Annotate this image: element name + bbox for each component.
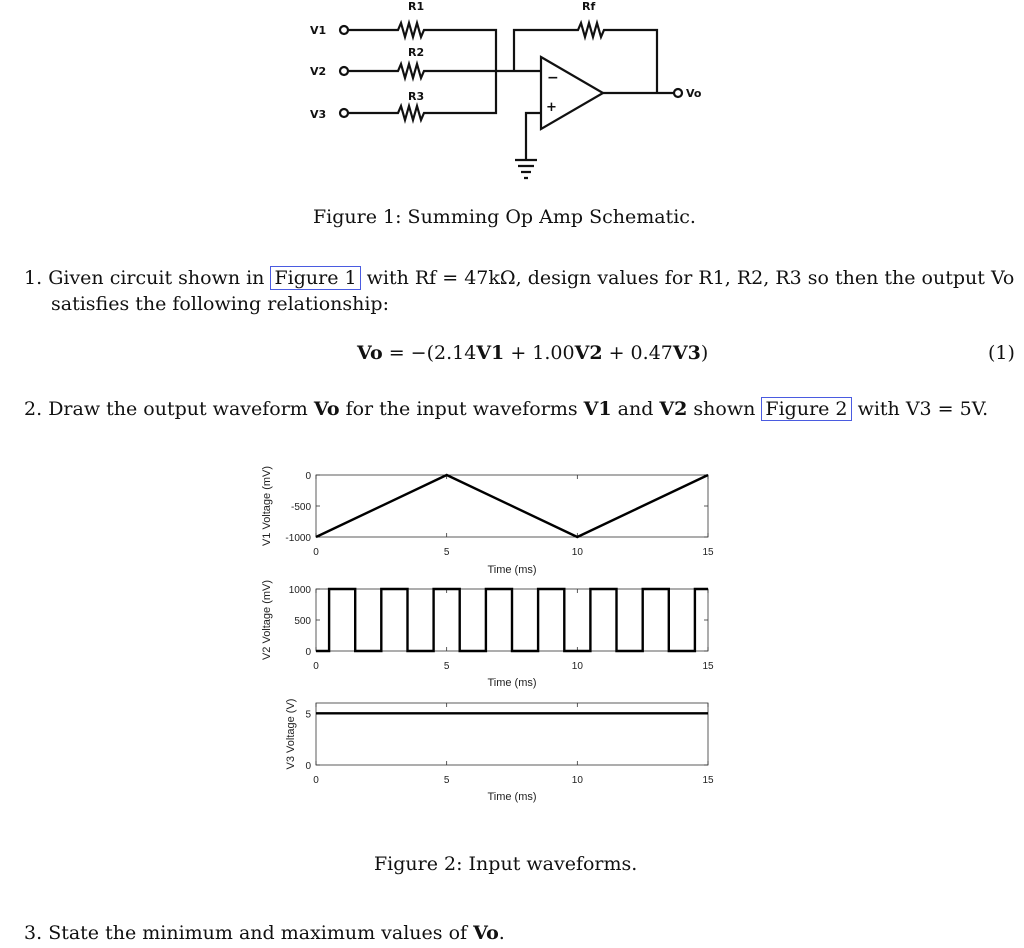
r2-resistor [348,59,541,83]
x-tick-label: 10 [572,661,584,672]
v3-label: V3 [310,108,326,121]
vo-label: Vo [686,87,702,100]
minus-label: − [547,70,559,86]
x-tick-label: 0 [313,775,319,786]
figure1-caption: Figure 1: Summing Op Amp Schematic. [313,206,696,228]
equation-1: Vo = −(2.14V1 + 1.00V2 + 0.47V3) [357,340,708,366]
eq-vo: Vo [357,342,383,364]
eq-part2: + 1.00 [504,342,575,364]
question-1-line2: satisfies the following relationship: [51,293,389,315]
q2-t4: shown [687,398,762,420]
eq-v2: V2 [574,342,603,364]
q2-t1: Draw the output waveform [48,398,314,420]
q2-vo: Vo [313,398,340,420]
x-axis-label: Time (ms) [487,791,536,803]
eq-part3: + 0.47 [602,342,673,364]
y-tick-label: 500 [294,616,311,627]
eq-end: ) [700,342,709,364]
v2-label: V2 [310,65,326,78]
x-tick-label: 10 [572,547,584,558]
eq-part1: = −(2.14 [382,342,477,364]
q3-vo: Vo [473,922,499,944]
x-axis-label: Time (ms) [487,677,536,689]
question-3: 3. State the minimum and maximum values … [24,920,505,946]
q2-t2: for the input waveforms [339,398,584,420]
y-tick-label: 0 [305,471,311,482]
x-tick-label: 5 [444,661,450,672]
waveform-line-1 [315,473,709,539]
x-tick-label: 15 [702,661,714,672]
y-axis-label: V2 Voltage (mV) [261,580,273,660]
q2-v2: V2 [659,398,688,420]
y-tick-label: -500 [291,502,311,513]
plus-label: + [546,100,557,115]
eq-v3: V3 [672,342,701,364]
plot-frame-3 [315,702,709,766]
r3-resistor [348,71,498,125]
question-2: 2. Draw the output waveform Vo for the i… [24,396,988,422]
figure2-link[interactable]: Figure 2 [761,397,852,421]
q3-end: . [498,922,505,944]
vo-terminal [672,87,684,99]
x-tick-label: 5 [444,547,450,558]
q1-number: 1. [24,267,43,289]
q1-text-after: with Rf = 47kΩ, design values for R1, R2… [360,267,1015,289]
rf-resistor [512,18,659,93]
q1-text-before: Given circuit shown in [48,267,271,289]
waveform-line-2 [316,587,708,653]
summing-op-amp-schematic: V1 V2 V3 R1 R2 R3 Rf Vo − + [310,0,702,180]
r1-label: R1 [408,0,424,13]
q3-number: 3. [24,922,43,944]
x-tick-label: 5 [444,775,450,786]
rf-label: Rf [582,0,595,13]
y-tick-label: 1000 [289,585,312,596]
q2-v1: V1 [583,398,612,420]
figure1-link[interactable]: Figure 1 [270,266,361,290]
x-tick-label: 10 [572,775,584,786]
q2-t3: and [611,398,660,420]
figure2-caption: Figure 2: Input waveforms. [374,853,638,875]
x-tick-label: 15 [702,775,714,786]
x-axis-label: Time (ms) [487,564,536,576]
q2-t5: with V3 = 5V. [851,398,989,420]
r1-resistor [348,18,498,71]
ground-icon [515,158,537,180]
y-axis-label: V1 Voltage (mV) [261,466,273,546]
y-tick-label: 0 [305,761,311,772]
x-tick-label: 0 [313,547,319,558]
x-tick-label: 0 [313,661,319,672]
y-tick-label: -1000 [285,533,311,544]
ground-wire [524,111,541,160]
eq-v1: V1 [476,342,505,364]
q2-number: 2. [24,398,43,420]
q3-text: State the minimum and maximum values of [48,922,474,944]
op-amp-triangle [539,55,606,131]
r3-label: R3 [408,90,424,103]
v1-label: V1 [310,24,326,37]
x-tick-label: 15 [702,547,714,558]
r2-label: R2 [408,46,424,59]
y-tick-label: 5 [305,709,311,720]
equation-number: (1) [988,342,1015,364]
y-tick-label: 0 [305,647,311,658]
y-axis-label: V3 Voltage (V) [285,699,297,770]
question-1: 1. Given circuit shown in Figure 1 with … [24,265,1014,291]
